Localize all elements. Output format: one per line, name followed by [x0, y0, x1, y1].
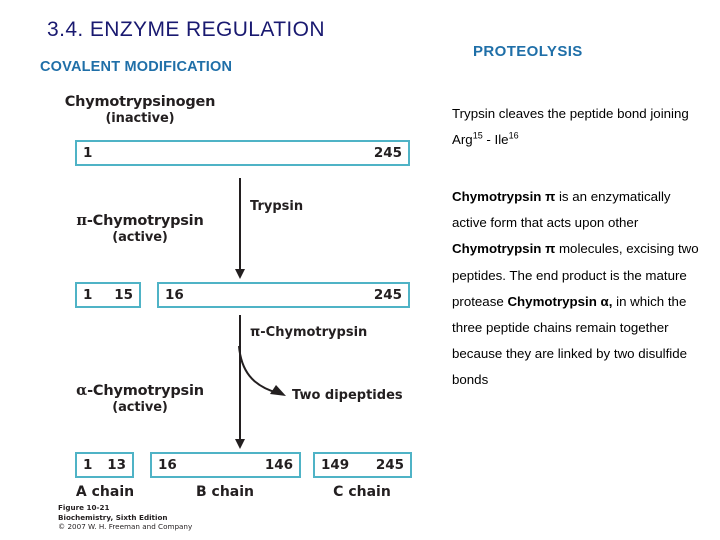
body-text-1: is an enzymatically active form that act… — [452, 189, 671, 231]
chain-label-c: C chain — [333, 484, 391, 500]
branch-arrow-curve — [238, 345, 286, 396]
bar-start-residue: 16 — [165, 287, 184, 303]
proteolysis-heading: PROTEOLYSIS — [473, 43, 583, 60]
chymotrypsin-activation-figure: Chymotrypsinogen (inactive) 1 245 Trypsi… — [0, 86, 430, 536]
label-alpha-chymotrypsin: α-Chymotrypsin (active) — [40, 382, 240, 415]
lead-paragraph: Trypsin cleaves the peptide bond joining… — [452, 101, 702, 153]
bar-end-residue: 245 — [373, 287, 402, 303]
credit-copyright: © 2007 W. H. Freeman and Company — [58, 522, 193, 532]
page-title: 3.4. ENZYME REGULATION — [47, 18, 325, 41]
lead-text-part1: Trypsin cleaves the peptide bond joining… — [452, 106, 689, 147]
body-bold-chymotrypsin-pi-1: Chymotrypsin π — [452, 189, 556, 204]
figure-credit: Figure 10-21 Biochemistry, Sixth Edition… — [58, 503, 288, 532]
section-subtitle: COVALENT MODIFICATION — [40, 59, 233, 75]
branch-arrow-label: Two dipeptides — [292, 388, 403, 403]
body-paragraph: Chymotrypsin π is an enzymatically activ… — [452, 184, 702, 394]
body-text-2: molecules, excising two peptides. The en… — [452, 241, 699, 309]
bar-end-residue: 146 — [264, 457, 293, 473]
bar-end-residue: 245 — [375, 457, 404, 473]
chain-label-a: A chain — [75, 484, 135, 500]
label-alpha-state: (active) — [112, 400, 168, 415]
chain-label-b: B chain — [195, 484, 255, 500]
arrow-pi-line — [239, 315, 241, 443]
label-alpha-name: -Chymotrypsin — [87, 383, 204, 399]
credit-book-title: Biochemistry, Sixth Edition — [58, 512, 168, 522]
body-bold-chymotrypsin-alpha: Chymotrypsin α, — [507, 293, 613, 309]
arrow-pi-head — [235, 439, 245, 449]
arrow-trypsin-line — [239, 178, 241, 272]
credit-figure-number: Figure 10-21 — [58, 503, 110, 512]
bar-chymotrypsinogen: 1 245 — [75, 140, 410, 166]
label-pi-chymotrypsin: π-Chymotrypsin (active) — [40, 212, 240, 245]
arrow-pi-label: π-Chymotrypsin — [250, 325, 368, 340]
bar-end-residue: 13 — [107, 457, 126, 473]
bar-alpha-a-chain: 1 13 — [75, 452, 134, 478]
bar-start-residue: 1 — [83, 287, 93, 303]
bar-end-residue: 245 — [373, 145, 402, 161]
bar-end-residue: 15 — [114, 287, 133, 303]
bar-start-residue: 1 — [83, 145, 93, 161]
lead-superscript-16: 16 — [508, 130, 519, 141]
label-chymotrypsinogen: Chymotrypsinogen (inactive) — [40, 94, 240, 126]
label-pi-glyph: π — [76, 212, 87, 229]
bar-pi-segment-a: 1 15 — [75, 282, 141, 308]
bar-start-residue: 149 — [321, 457, 350, 473]
bar-alpha-c-chain: 149 245 — [313, 452, 412, 478]
lead-text-dash: - Ile — [482, 132, 509, 147]
bar-start-residue: 16 — [158, 457, 177, 473]
arrow-trypsin-label: Trypsin — [250, 199, 304, 214]
lead-superscript-15: 15 — [472, 130, 483, 141]
label-chymotrypsinogen-state: (inactive) — [105, 111, 175, 126]
label-alpha-glyph: α — [76, 382, 88, 399]
bar-alpha-b-chain: 16 146 — [150, 452, 301, 478]
body-text-3: in which the three peptide chains remain… — [452, 293, 688, 388]
bar-start-residue: 1 — [83, 457, 93, 473]
body-bold-chymotrypsin-pi-2: Chymotrypsin π — [452, 241, 556, 257]
arrow-trypsin-head — [235, 269, 245, 279]
bar-pi-segment-b: 16 245 — [157, 282, 410, 308]
label-pi-name: -Chymotrypsin — [86, 213, 204, 229]
label-chymotrypsinogen-name: Chymotrypsinogen — [64, 94, 216, 110]
label-pi-state: (active) — [112, 230, 168, 245]
